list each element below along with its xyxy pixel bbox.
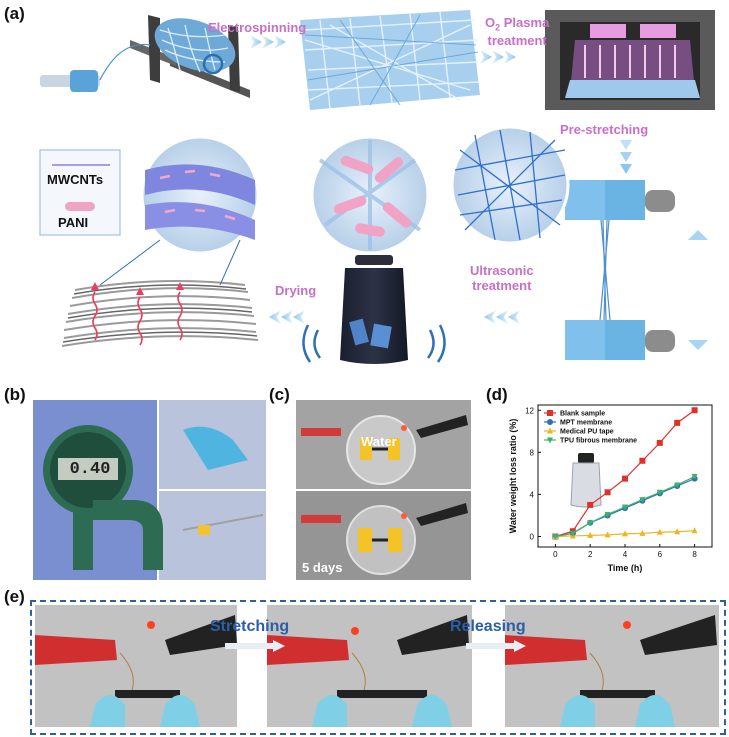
legend-marker-tpu-fibrous-membrane — [547, 437, 553, 444]
legend-marker-medical-pu-tape — [547, 427, 553, 434]
x-axis-label: Time (h) — [608, 563, 643, 573]
data-point-medical-pu-tape — [674, 528, 681, 535]
y-tick-label: 0 — [530, 532, 535, 541]
data-point-blank-sample — [656, 439, 663, 446]
stretching-label: Stretching — [210, 618, 290, 635]
data-point-blank-sample — [587, 501, 594, 508]
water-label: Water — [361, 434, 397, 449]
step-plasma-treatment: O2 Plasma treatment — [485, 15, 550, 48]
step-drying: Drying — [275, 283, 317, 298]
composite-mat — [61, 239, 259, 347]
data-point-medical-pu-tape — [604, 531, 611, 538]
days-label: 5 days — [302, 560, 343, 575]
legend-marker-mpt-membrane — [547, 419, 553, 425]
data-point-tpu-fibrous-membrane — [587, 520, 594, 527]
plasma-chamber — [545, 10, 715, 110]
step-prestretching: Pre-stretching — [560, 122, 649, 137]
data-point-tpu-fibrous-membrane — [552, 533, 559, 540]
legend-label-mpt-membrane: MPT membrane — [560, 420, 612, 427]
process-arrows-bottom — [269, 310, 520, 324]
stretching-rig — [565, 180, 708, 360]
stretched-state-drawing — [267, 605, 472, 727]
stretching-arrow — [225, 640, 285, 652]
panel-c-label: (c) — [269, 385, 290, 404]
x-tick-label: 2 — [588, 550, 593, 559]
inset-bottle-cap — [578, 453, 594, 463]
data-point-medical-pu-tape — [587, 531, 594, 538]
photo-thickness-gauge: 0.40 — [33, 400, 266, 580]
panel-d-label: (d) — [486, 385, 508, 404]
thickness-gauge-drawing — [33, 400, 266, 580]
y-tick-label: 4 — [530, 490, 535, 499]
data-point-blank-sample — [622, 475, 628, 482]
step-ultrasonic-treatment: Ultrasonic treatment — [470, 263, 534, 293]
zoom-bubble-solution — [310, 135, 430, 255]
gauge-reading: 0.40 — [69, 460, 111, 479]
zoom-bubble-fiber — [450, 125, 570, 245]
initial-state-drawing — [35, 605, 237, 727]
photo-released — [505, 605, 719, 727]
data-point-tpu-fibrous-membrane — [622, 504, 628, 511]
panel-a-label: (a) — [4, 4, 25, 23]
data-point-tpu-fibrous-membrane — [639, 497, 646, 504]
zoom-bubble-composite — [140, 135, 260, 255]
data-point-medical-pu-tape — [639, 529, 646, 536]
data-point-blank-sample — [691, 407, 698, 414]
water-test-drawing — [296, 400, 471, 580]
photo-water-test: Water 5 days — [296, 400, 471, 580]
data-point-medical-pu-tape — [622, 530, 628, 537]
legend-marker-blank-sample — [547, 410, 553, 416]
data-point-tpu-fibrous-membrane — [604, 511, 611, 518]
releasing-arrow — [466, 640, 526, 652]
legend-label-medical-pu-tape: Medical PU tape — [560, 429, 614, 436]
x-tick-label: 6 — [658, 550, 663, 559]
data-point-blank-sample — [639, 457, 646, 464]
data-point-tpu-fibrous-membrane — [674, 482, 681, 489]
photo-stretched — [267, 605, 472, 727]
data-point-tpu-fibrous-membrane — [569, 530, 576, 537]
y-tick-label: 8 — [530, 448, 535, 457]
data-point-blank-sample — [604, 489, 611, 496]
y-tick-label: 12 — [525, 406, 534, 415]
electrospinning-setup — [40, 15, 250, 98]
schematic-illustration — [39, 10, 715, 364]
photo-initial — [35, 605, 237, 727]
legend-mwcnts-label: MWCNTs — [47, 172, 104, 187]
y-axis-label: Water weight loss ratio (%) — [508, 419, 518, 534]
data-point-medical-pu-tape — [656, 528, 663, 535]
x-tick-label: 4 — [623, 550, 628, 559]
releasing-label: Releasing — [450, 618, 526, 635]
data-point-tpu-fibrous-membrane — [691, 474, 698, 481]
legend-box — [39, 149, 121, 236]
legend-label-tpu-fibrous-membrane: TPU fibrous membrane — [560, 438, 637, 445]
data-point-blank-sample — [674, 419, 681, 426]
x-tick-label: 0 — [553, 550, 558, 559]
panel-e-label: (e) — [4, 587, 25, 606]
released-state-drawing — [505, 605, 719, 727]
x-tick-label: 8 — [692, 550, 697, 559]
data-point-tpu-fibrous-membrane — [656, 489, 663, 496]
legend-pani-label: PANI — [58, 215, 89, 230]
fiber-mat — [300, 10, 480, 110]
panel-b-label: (b) — [4, 385, 26, 404]
stretch-demo-frame — [30, 600, 726, 735]
step-electrospinning: Electrospinning — [208, 20, 307, 35]
data-point-medical-pu-tape — [691, 527, 698, 534]
prestretching-arrow — [620, 140, 632, 174]
process-arrows-top — [250, 35, 516, 64]
legend-label-blank-sample: Blank sample — [560, 411, 605, 418]
solution-jar — [302, 255, 446, 364]
